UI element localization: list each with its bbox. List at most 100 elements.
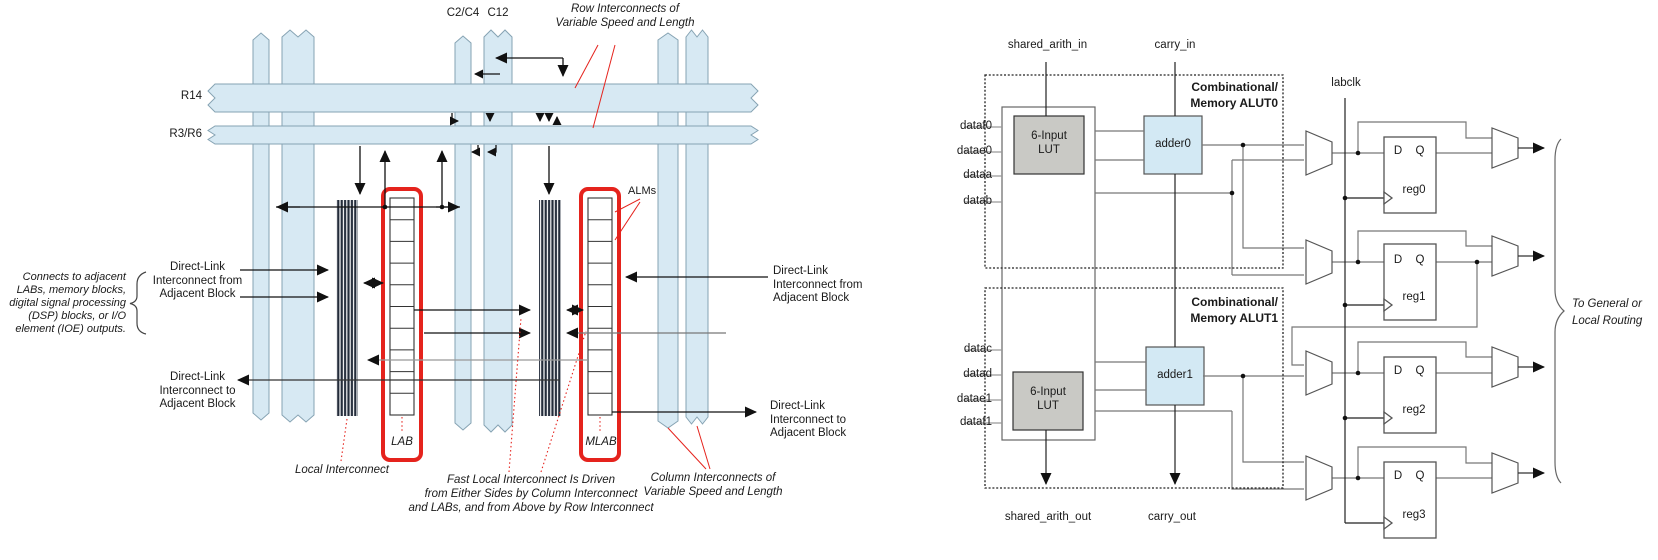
reg3-d-label: D: [1393, 470, 1403, 482]
reg1-clock-triangle: [1383, 297, 1394, 313]
row-band-r3r6: [207, 125, 759, 145]
reg1-input-mux: [1305, 239, 1333, 285]
reg1-name-label: reg1: [1402, 291, 1426, 303]
reg3-box: [1383, 461, 1437, 539]
direct-link-from-right-label: Direct-Link Interconnect from Adjacent B…: [773, 265, 865, 306]
dl-from-right-line1: Direct-Link: [773, 265, 828, 277]
mlab-label: MLAB: [585, 436, 617, 448]
adder1-label: adder1: [1157, 369, 1193, 381]
column-interconnects-note: Column Interconnects of Variable Speed a…: [627, 471, 799, 499]
reg2-d-label: D: [1393, 365, 1403, 377]
reg3-clock-triangle: [1383, 515, 1394, 531]
lut0-label: 6-Input LUT: [1014, 129, 1084, 157]
alm-wiring: [965, 121, 1492, 490]
alut0-title-line2: Memory ALUT0: [1190, 96, 1278, 110]
alm-block-diagram: [965, 62, 1565, 539]
direct-link-to-right-label: Direct-Link Interconnect to Adjacent Blo…: [770, 400, 862, 441]
clock-carry-lines: [1040, 62, 1384, 524]
r3r6-label: R3/R6: [169, 128, 202, 140]
dl-to-right-line1: Direct-Link: [770, 400, 825, 412]
lut1-label: 6-Input LUT: [1013, 385, 1083, 413]
alut1-dashed-box: [984, 287, 1284, 489]
datae1-label: datae1: [956, 393, 992, 405]
connects-note-line5: element (IOE) outputs.: [15, 323, 126, 335]
carry-out-label: carry_out: [1148, 511, 1196, 523]
lut1-box: [1012, 371, 1084, 431]
lut0-box: [1013, 115, 1085, 175]
reg0-clock-triangle: [1383, 190, 1394, 206]
connects-note-line3: digital signal processing: [9, 297, 126, 309]
dataa-label: dataa: [963, 169, 992, 181]
dl-from-left-line1: Direct-Link: [170, 261, 225, 273]
fast-local-interconnect-note: Fast Local Interconnect Is Driven from E…: [400, 473, 662, 515]
alut1-title-line2: Memory ALUT1: [1190, 311, 1278, 325]
shared-arith-out-label: shared_arith_out: [1004, 511, 1092, 523]
shared-arith-in-label: shared_arith_in: [1007, 39, 1088, 51]
dataf0-label: dataf0: [960, 120, 992, 132]
dataf1-label: dataf1: [960, 416, 992, 428]
lab-structure-diagram: [129, 29, 768, 473]
alut0-title-line1: Combinational/: [1191, 80, 1278, 94]
to-routing-line2: Local Routing: [1572, 315, 1643, 327]
labclk-label: labclk: [1331, 77, 1361, 89]
datab-label: datab: [963, 195, 992, 207]
row-note-line2: Variable Speed and Length: [555, 17, 695, 29]
reg0-name-label: reg0: [1402, 184, 1426, 196]
connects-note-line2: LABs, memory blocks,: [16, 284, 126, 296]
lab-alm-cell-dividers: [390, 219, 414, 394]
dl-to-right-line2: Interconnect to: [770, 413, 847, 426]
dl-to-left-line2: Interconnect to: [159, 384, 236, 397]
reg0-d-label: D: [1393, 145, 1403, 157]
mlab-red-outline: [579, 187, 621, 462]
alut1-title: Combinational/ Memory ALUT1: [1128, 294, 1278, 326]
reg0-box: [1383, 136, 1437, 214]
reg0-input-mux: [1305, 130, 1333, 176]
fast-note-line3: and LABs, and from Above by Row Intercon…: [408, 502, 654, 514]
dl-to-left-line1: Direct-Link: [170, 371, 225, 383]
column-note-line2: Variable Speed and Length: [643, 486, 783, 498]
local-interconnect-label: Local Interconnect: [295, 464, 389, 476]
connects-note-brace: [129, 271, 147, 335]
red-leader-lines-solid: [574, 44, 711, 470]
fast-note-line2: from Either Sides by Column Interconnect: [424, 488, 638, 500]
reg0-q-label: Q: [1415, 145, 1425, 157]
lab-label: LAB: [391, 436, 413, 448]
junction-dots-right: [1229, 142, 1480, 481]
to-routing-note: To General or Local Routing: [1572, 296, 1657, 330]
column-note-line1: Column Interconnects of: [650, 472, 776, 484]
reg2-box: [1383, 356, 1437, 434]
dl-from-right-line3: Adjacent Block: [773, 292, 850, 304]
datad-label: datad: [963, 368, 992, 380]
lab-red-outline: [381, 187, 423, 462]
row-band-r14: [207, 83, 759, 113]
reg1-box: [1383, 243, 1437, 321]
row-interconnects-note: Row Interconnects of Variable Speed and …: [540, 2, 710, 30]
reg1-q-label: Q: [1415, 254, 1425, 266]
connects-note-line1: Connects to adjacent: [22, 271, 126, 283]
adder0-label: adder0: [1155, 138, 1191, 150]
c2c4-label: C2/C4: [446, 7, 480, 19]
alut0-title: Combinational/ Memory ALUT0: [1128, 79, 1278, 111]
reg1-d-label: D: [1393, 254, 1403, 266]
reg2-q-label: Q: [1415, 365, 1425, 377]
dl-from-left-line3: Adjacent Block: [159, 288, 236, 300]
alut1-title-line1: Combinational/: [1191, 295, 1278, 309]
lut1-line2: LUT: [1037, 400, 1059, 412]
dl-from-right-line2: Interconnect from: [773, 278, 863, 291]
connects-note-line4: (DSP) blocks, or I/O: [28, 310, 126, 322]
r14-label: R14: [180, 90, 202, 102]
carry-in-label: carry_in: [1154, 39, 1196, 51]
routing-brace: [1554, 138, 1565, 484]
adder1-box: [1145, 346, 1205, 406]
alut0-dashed-box: [984, 74, 1284, 269]
output-mux-0: [1491, 127, 1519, 169]
reg3-name-label: reg3: [1402, 509, 1426, 521]
reg2-name-label: reg2: [1402, 404, 1426, 416]
dl-to-left-line3: Adjacent Block: [159, 398, 236, 410]
datac-label: datac: [963, 343, 992, 355]
output-mux-2: [1491, 346, 1519, 388]
to-routing-line1: To General or: [1572, 298, 1642, 310]
c12-label: C12: [487, 7, 509, 19]
lab-wiring-arrows: [237, 52, 768, 418]
